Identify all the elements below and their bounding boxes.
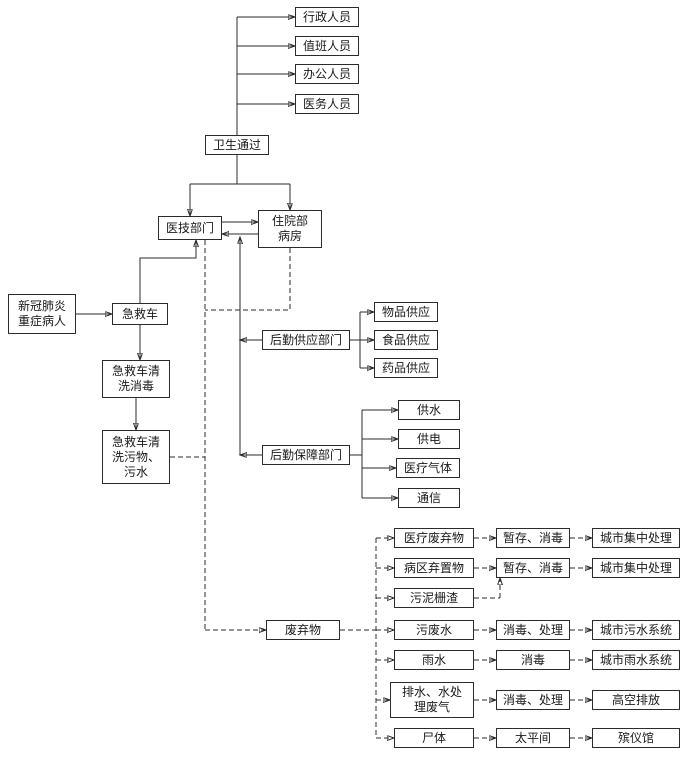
node-ward-discards: 病区弃置物 xyxy=(394,558,474,578)
node-sludge-residue: 污泥栅渣 xyxy=(394,588,474,608)
node-morgue: 太平间 xyxy=(496,728,570,748)
node-hygiene-pass: 卫生通过 xyxy=(205,135,269,155)
node-inpatient-ward: 住院部 病房 xyxy=(258,210,322,248)
node-disinfect-treat-1: 消毒、处理 xyxy=(496,620,570,640)
node-sewage-wastewater: 污废水 xyxy=(394,620,474,640)
node-logistics-supply-dept: 后勤供应部门 xyxy=(262,330,350,350)
node-city-rain-system: 城市雨水系统 xyxy=(592,650,680,670)
node-food-supply: 食品供应 xyxy=(374,330,438,350)
node-temp-storage-disinfect-2: 暂存、消毒 xyxy=(496,558,570,578)
node-medicine-supply: 药品供应 xyxy=(374,358,438,378)
node-rainwater: 雨水 xyxy=(394,650,474,670)
node-admin-staff: 行政人员 xyxy=(295,7,359,27)
node-office-staff: 办公人员 xyxy=(295,64,359,84)
node-water-supply: 供水 xyxy=(398,400,460,420)
node-duty-staff: 值班人员 xyxy=(295,36,359,56)
node-medical-staff: 医务人员 xyxy=(295,94,359,114)
node-medtech-dept: 医技部门 xyxy=(158,216,222,240)
node-goods-supply: 物品供应 xyxy=(374,302,438,322)
node-city-central-treatment-1: 城市集中处理 xyxy=(592,528,680,548)
node-waste: 废弃物 xyxy=(266,620,340,640)
node-drainage-exhaust: 排水、水处 理废气 xyxy=(390,682,474,718)
node-disinfect-treat-2: 消毒、处理 xyxy=(496,690,570,710)
node-disinfect-only: 消毒 xyxy=(496,650,570,670)
node-high-altitude-discharge: 高空排放 xyxy=(592,690,680,710)
node-ambulance-waste: 急救车清 洗污物、 污水 xyxy=(102,430,170,484)
node-temp-storage-disinfect-1: 暂存、消毒 xyxy=(496,528,570,548)
node-ambulance: 急救车 xyxy=(112,303,168,325)
node-logistics-support-dept: 后勤保障部门 xyxy=(262,445,350,465)
node-ambulance-cleaning: 急救车清 洗消毒 xyxy=(102,360,170,398)
node-medical-gas: 医疗气体 xyxy=(396,458,460,478)
node-city-sewage-system: 城市污水系统 xyxy=(592,620,680,640)
node-covid-patient: 新冠肺炎 重症病人 xyxy=(8,294,76,334)
node-corpse: 尸体 xyxy=(394,728,474,748)
node-medical-waste: 医疗废弃物 xyxy=(394,528,474,548)
node-funeral-home: 殡仪馆 xyxy=(592,728,680,748)
node-communication: 通信 xyxy=(398,488,460,508)
node-city-central-treatment-2: 城市集中处理 xyxy=(592,558,680,578)
node-power-supply: 供电 xyxy=(398,429,460,449)
